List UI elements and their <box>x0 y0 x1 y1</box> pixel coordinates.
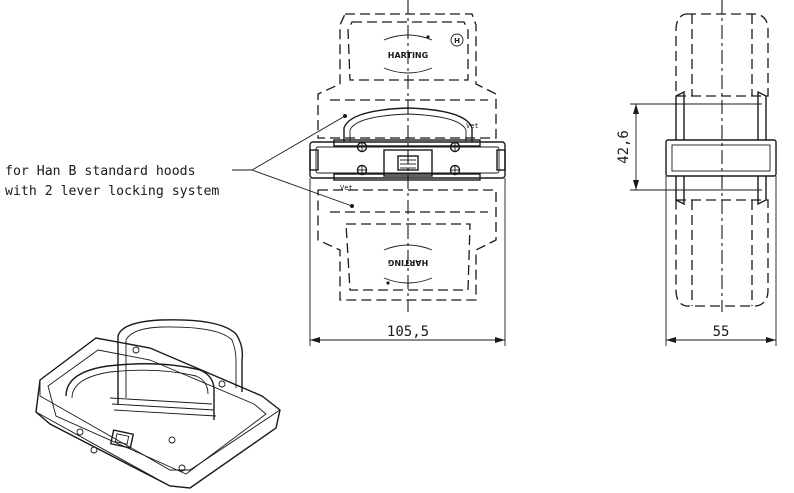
iso-slot <box>109 397 213 405</box>
iso-front-plate <box>65 363 215 420</box>
iso-lever-plate <box>117 319 244 404</box>
marker-dot <box>426 35 430 39</box>
iso-slot <box>113 409 217 417</box>
side-width-label: 55 <box>713 324 730 340</box>
lower-hood-inner <box>345 223 471 291</box>
side-view: 42,6 55 <box>616 0 777 346</box>
lever-mark-right: Vet <box>466 122 479 130</box>
logo-circle: H <box>450 33 464 47</box>
side-height-label: 42,6 <box>616 130 632 164</box>
brand-text-bottom: HARTING <box>388 258 428 267</box>
front-width-label: 105,5 <box>387 324 429 340</box>
logo-letter: H <box>454 37 460 45</box>
upper-hood-inner <box>347 21 469 81</box>
brand-logo-bottom: HARTING <box>383 244 433 284</box>
lever-mark-left: Vet <box>340 184 353 192</box>
dimension-side-width <box>665 176 777 346</box>
lower-hood-outline <box>317 189 497 301</box>
front-frame <box>309 139 506 181</box>
iso-slot <box>111 403 215 411</box>
center-clip <box>383 149 433 177</box>
brand-logo-top: HARTING <box>383 34 433 74</box>
iso-holes <box>76 346 226 472</box>
annotation-leader <box>251 115 346 171</box>
iso-frame-outline <box>35 337 281 489</box>
isometric-view <box>35 319 281 489</box>
dimension-front-width <box>309 178 506 346</box>
upper-hood-outline <box>317 13 497 139</box>
iso-clip <box>109 429 135 449</box>
side-lower-hood <box>675 199 769 307</box>
dimension-side-height <box>630 103 680 191</box>
locking-lever <box>343 107 473 142</box>
annotation-line-1: for Han B standard hoods <box>5 164 196 179</box>
side-frame <box>665 90 777 206</box>
annotation-line-2: with 2 lever locking system <box>5 184 219 199</box>
side-upper-hood <box>675 13 769 97</box>
annotation: for Han B standard hoods with 2 lever lo… <box>5 115 353 207</box>
front-view: HARTING H HARTING <box>309 0 506 346</box>
screw-heads <box>356 141 461 176</box>
annotation-leader <box>251 169 353 207</box>
marker-dot <box>386 281 390 285</box>
brand-text-top: HARTING <box>388 51 428 60</box>
